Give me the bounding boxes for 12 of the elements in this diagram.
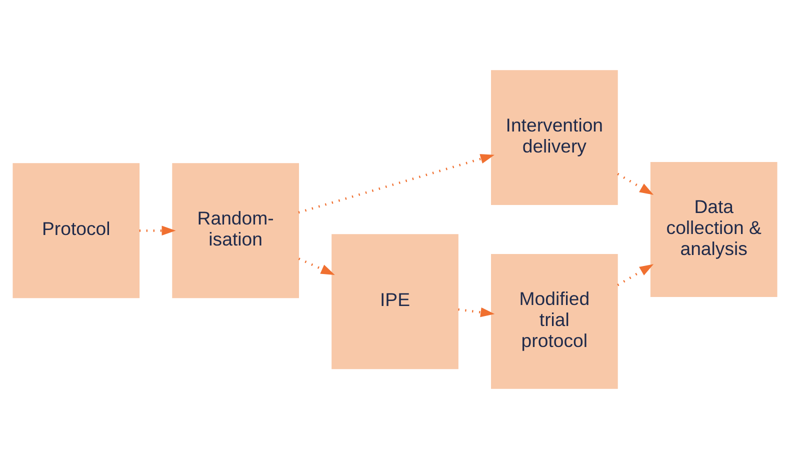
node-box: Protocol	[12, 163, 140, 298]
arrow	[617, 172, 654, 195]
arrow	[139, 226, 176, 236]
arrow	[458, 307, 495, 318]
node-box: Data collection & analysis	[650, 162, 778, 297]
node-box: Intervention delivery	[491, 70, 618, 206]
node-box: IPE	[332, 234, 458, 370]
node-box: Modified trial protocol	[491, 254, 618, 389]
arrow	[298, 258, 335, 276]
node-box: Random- isation	[172, 163, 299, 298]
arrow	[617, 264, 654, 286]
arrow	[298, 154, 494, 214]
